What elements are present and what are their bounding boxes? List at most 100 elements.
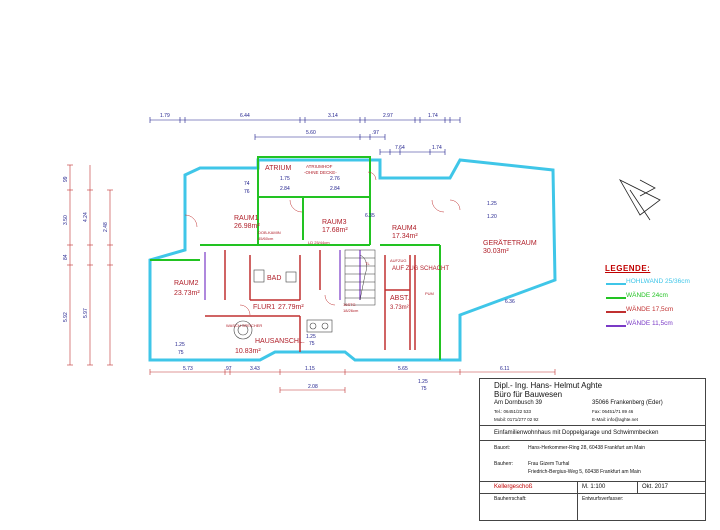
dimension-labels-left: 99 3.50 84 5.92 4.24 2.48 5.97 (63, 176, 109, 322)
inner-walls-115 (204, 250, 361, 300)
bauort-label: Bauort: (494, 445, 511, 451)
label-pum: PUM (425, 291, 434, 296)
bauherr-label: Bauherr: (494, 461, 514, 467)
legend-title: LEGENDE: (605, 264, 651, 273)
sheet-date: Okt. 2017 (642, 484, 669, 490)
inner-walls-24 (150, 178, 441, 360)
dim-bottom-1: 5.73 (183, 366, 193, 372)
dim-top-3: 6.44 (240, 113, 250, 119)
room-label-aufzug-schacht: AUF ZUG SCHACHT (392, 266, 449, 272)
room-area-raum2: 23.73m² (174, 290, 200, 297)
room-label-raum4: RAUM4 (392, 225, 417, 232)
legend-item-wand115: WÄNDE 11,5cm (606, 320, 698, 332)
office-subtitle: Büro für Bauwesen (494, 390, 563, 399)
office-street: Am Dornbusch 39 (494, 400, 543, 406)
dim-top-7: 2.97 (383, 113, 393, 119)
office-email: E-Mail: info@aghte.net (592, 417, 638, 422)
dim-top-5: 3.14 (328, 113, 338, 119)
room-area-raum1: 26.98m² (234, 223, 260, 230)
dim-misc-3: 74 (244, 181, 250, 187)
office-tel: Tel.: 06451/22 533 (494, 409, 532, 414)
legend-label-wand24: WÄNDE 24cm (626, 292, 668, 299)
room-label-hausanschl: HAUSANSCHL. (255, 338, 305, 345)
room-label-flur1: FLUR1 (253, 304, 275, 311)
dim-bottom-6: 6.11 (500, 366, 510, 372)
dim-bottom-5: 5.65 (398, 366, 408, 372)
dim-top2-1: 5.60 (306, 130, 316, 136)
title-block: Dipl.- Ing. Hans- Helmut Aghte Büro für … (479, 378, 706, 521)
legend-item-wand175: WÄNDE 17,5cm (606, 306, 698, 318)
room-label-raum1: RAUM1 (234, 215, 259, 222)
dim-left-2: 3.50 (63, 215, 69, 225)
dimension-labels-inner: 1.75 2.76 2.84 2.84 1.25 75 74 76 6.35 1… (175, 176, 515, 356)
dim-atrium-4: 2.84 (330, 186, 340, 192)
room-area-abst: 3.73m² (390, 305, 409, 311)
dimension-lines-left (67, 164, 113, 366)
dim-misc-5: 6.35 (365, 213, 375, 219)
office-city: 35066 Frankenberg (Eder) (592, 400, 663, 406)
room-area-raum4: 17.34m² (392, 233, 418, 240)
north-arrow (618, 179, 661, 221)
label-tl: TL (365, 261, 370, 266)
dim-bottom-2: 97 (226, 366, 232, 372)
room-area-hausanschl: 10.83m² (235, 348, 261, 355)
inner-walls-175 (205, 250, 416, 352)
dimension-labels-bottom: 5.73 97 3.43 1.15 5.65 6.11 2.08 1.25 75 (183, 366, 510, 392)
dim-top-1: 1.79 (160, 113, 170, 119)
dim-left-inner-1: 4.24 (83, 212, 89, 222)
dimension-lines-bottom (149, 369, 556, 393)
room-label-geraeteraum: GERÄTETRAUM (483, 239, 537, 247)
room-label-bad: BAD (267, 275, 281, 282)
dim-right-1: 1.25 (487, 201, 497, 207)
room-label-aufzug: AUFZUG (390, 258, 406, 263)
dim-misc-4: 76 (244, 189, 250, 195)
dim-bottom-4: 1.15 (305, 366, 315, 372)
project-title: Einfamilienwohnhaus mit Doppelgarage und… (494, 430, 659, 436)
label-kamin-size: 45/60cm (258, 236, 274, 241)
dim-misc-1: 1.25 (175, 342, 185, 348)
dimension-lines-top (149, 117, 461, 155)
room-area-flur1: 27.79m² (278, 304, 304, 311)
bad-fixtures (253, 269, 297, 283)
dim-misc-2: 75 (178, 350, 184, 356)
dim-top3-1: 7.64 (395, 145, 405, 151)
room-area-raum3: 17.68m² (322, 227, 348, 234)
label-stg-size: 18/26cm (343, 308, 359, 313)
dim-left-3: 84 (63, 254, 69, 260)
room-label-raum3: RAUM3 (322, 219, 347, 226)
room-area-geraeteraum: 30.03m² (483, 248, 509, 255)
office-name: Dipl.- Ing. Hans- Helmut Aghte (494, 381, 603, 390)
legend-item-wand24: WÄNDE 24cm (606, 292, 698, 304)
verfasser-label: Entwurfsverfasser: (582, 496, 624, 502)
bauherr-name: Frau Gizem Turhal (528, 461, 570, 467)
dim-bottom-small-1: 1.25 (418, 379, 428, 385)
legend-label-hohlwand: HOHLWAND 25/36cm (626, 278, 690, 285)
room-label-atriumhof: ATRIUMHOF (306, 164, 333, 169)
dim-bottom2-1: 2.08 (308, 384, 318, 390)
dim-right-2: 1.20 (487, 214, 497, 220)
dim-atrium-2: 2.76 (330, 176, 340, 182)
dim-bottom-small-2: 75 (421, 386, 427, 392)
atrium-walls (257, 156, 371, 198)
bauherr-address: Friedrich-Bergius-Weg 5, 60438 Frankfurt… (528, 469, 641, 475)
dim-left-4: 5.92 (63, 312, 69, 322)
dim-top2-3: .97 (372, 130, 379, 136)
dim-hausanschl-1: 1.25 (306, 334, 316, 340)
legend-item-hohlwand: HOHLWAND 25/36cm (606, 278, 698, 290)
dim-bottom-3: 3.43 (250, 366, 260, 372)
dim-left-inner-2: 2.48 (103, 222, 109, 232)
dim-top-9: 1.74 (428, 113, 438, 119)
dimension-labels-top: 1.79 6.44 3.14 2.97 1.74 5.60 .97 7.64 1… (160, 113, 442, 151)
room-label-atrium: ATRIUM (265, 165, 291, 172)
label-stg: 16STG (343, 302, 356, 307)
office-fax: Fax: 06451/71 89 46 (592, 409, 634, 414)
room-label-ohne-decke: -OHNE DECKE- (304, 170, 337, 175)
dim-left-1: 99 (63, 176, 69, 182)
label-doppel-kamin: DOB-KAMIN (258, 230, 281, 235)
label-wasch: WASCH SPEICHER (226, 323, 262, 328)
dim-left-inner-3: 5.97 (83, 308, 89, 318)
dim-hausanschl-2: 75 (309, 341, 315, 347)
label-ld-size: LD 25/44cm (308, 240, 330, 245)
room-label-abst: ABST. (390, 295, 410, 302)
